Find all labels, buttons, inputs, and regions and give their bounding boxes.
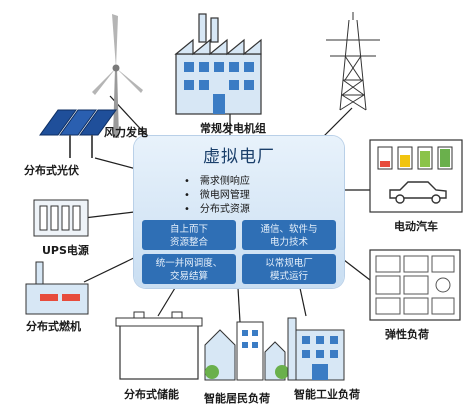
label-wind: 风力发电 — [104, 126, 148, 139]
battery-icon — [377, 146, 453, 170]
hub-box-operation-line1: 以常规电厂 — [265, 258, 313, 269]
connector-flex — [343, 259, 371, 281]
label-ups: UPS电源 — [42, 244, 89, 257]
connector-industrial — [299, 287, 307, 317]
label-flex-load: 弹性负荷 — [385, 328, 429, 341]
connector-gas — [83, 254, 141, 283]
label-power-plant: 常规发电机组 — [200, 122, 266, 135]
label-industrial: 智能工业负荷 — [294, 388, 360, 401]
hub-box-dispatch-line2: 交易结算 — [169, 271, 208, 282]
car-icon — [389, 181, 447, 204]
label-ev: 电动汽车 — [394, 220, 438, 233]
virtual-power-plant-hub: 虚拟电厂 需求侧响应 微电网管理 分布式资源 自上而下 资源整合 通信、软件与 … — [134, 136, 344, 288]
label-storage: 分布式储能 — [124, 388, 179, 401]
pylon-icon — [326, 12, 380, 111]
hub-title: 虚拟电厂 — [203, 147, 275, 167]
connector-ups — [83, 211, 135, 219]
flexible-load-icon — [369, 249, 461, 321]
residential-houses-icon — [204, 321, 289, 381]
industrial-building-icon — [287, 317, 345, 381]
gas-turbine-icon — [25, 261, 89, 315]
connector-pylon — [319, 107, 353, 141]
connector-storage — [157, 287, 176, 317]
hub-bullet-microgrid: 微电网管理 — [184, 186, 250, 201]
hub-box-integration-line1: 自上而下 — [169, 224, 208, 235]
hub-box-technology: 通信、软件与 电力技术 — [242, 220, 336, 250]
hub-bullet-demand-response: 需求侧响应 — [184, 172, 250, 187]
hub-box-operation-line2: 模式运行 — [269, 271, 308, 282]
hub-box-dispatch: 统一并网调度、 交易结算 — [142, 254, 236, 284]
connector-residential — [237, 287, 241, 323]
power-plant-icon — [174, 13, 262, 115]
hub-box-technology-line2: 电力技术 — [269, 237, 308, 248]
hub-bullet-distributed: 分布式资源 — [184, 200, 250, 215]
hub-box-integration-line2: 资源整合 — [169, 237, 208, 248]
ev-panel-icon — [369, 139, 463, 213]
label-residential: 智能居民负荷 — [204, 392, 270, 405]
solar-panel-icon — [39, 109, 117, 158]
hub-box-technology-line1: 通信、软件与 — [260, 224, 318, 235]
label-solar: 分布式光伏 — [24, 164, 79, 177]
hub-box-dispatch-line1: 统一并网调度、 — [155, 258, 223, 269]
hub-box-integration: 自上而下 资源整合 — [142, 220, 236, 250]
wind-turbine-icon — [92, 14, 143, 138]
ups-icon — [33, 199, 89, 237]
connector-lines — [83, 95, 372, 323]
hub-box-operation: 以常规电厂 模式运行 — [242, 254, 336, 284]
label-gas: 分布式燃机 — [26, 320, 81, 333]
connector-solar — [94, 157, 141, 171]
storage-battery-icon — [115, 311, 203, 380]
